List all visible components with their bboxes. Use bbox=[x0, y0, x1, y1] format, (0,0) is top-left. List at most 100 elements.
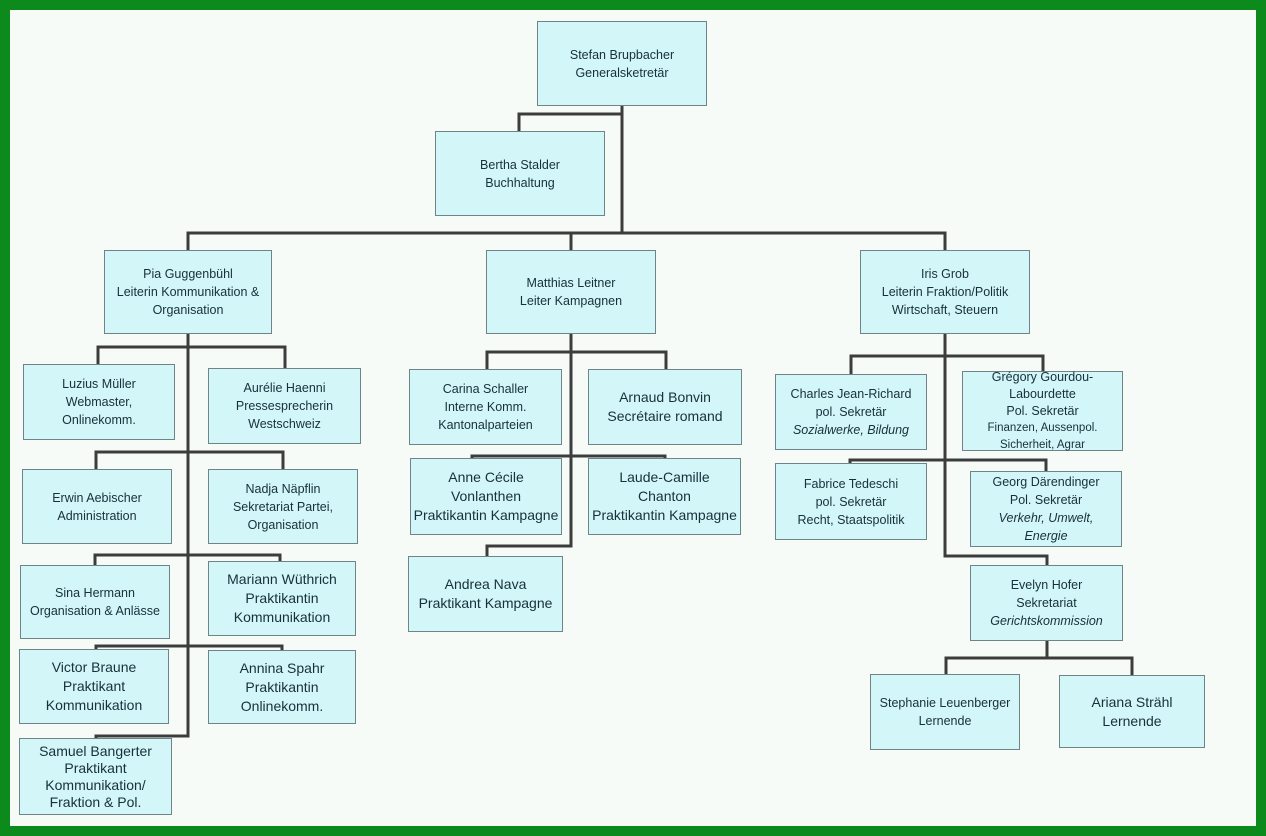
role-line: Sekretariat bbox=[1016, 596, 1077, 610]
person-name: Stephanie Leuenberger bbox=[879, 696, 1011, 710]
role-line: Leiterin Fraktion/Politik bbox=[881, 285, 1009, 299]
role-line: Energie bbox=[1024, 529, 1068, 543]
person-name: Fabrice Tedeschi bbox=[803, 476, 899, 491]
role-line: Leiterin Kommunikation & bbox=[116, 285, 260, 299]
role-line: Pressesprecherin bbox=[235, 399, 334, 413]
role-line: Vonlanthen bbox=[450, 488, 522, 504]
role-line: Webmaster, bbox=[65, 395, 133, 409]
person-name: Stefan Brupbacher bbox=[569, 47, 675, 62]
person-name: Anne Cécile bbox=[448, 469, 524, 485]
person-name: Iris Grob bbox=[921, 267, 969, 281]
role-line: Finanzen, Aussenpol. bbox=[987, 421, 1098, 434]
role-line: Organisation & Anlässe bbox=[30, 604, 160, 618]
role-line: Interne Komm. bbox=[444, 400, 527, 414]
person-name: Pia Guggenbühl bbox=[143, 267, 233, 281]
role-line: Pol. Sekretär bbox=[1009, 493, 1083, 507]
role-line: pol. Sekretär bbox=[815, 405, 887, 419]
role-line: Praktikantin bbox=[245, 590, 319, 606]
role-line: Praktikantin Kampagne bbox=[413, 507, 559, 523]
person-name: Nadja Näpflin bbox=[245, 481, 321, 496]
person-name: Carina Schaller bbox=[442, 382, 529, 396]
role-line: Praktikantin bbox=[245, 678, 319, 695]
role-line: Kantonalparteien bbox=[438, 418, 533, 432]
role-line: Sicherheit, Agrar bbox=[999, 438, 1085, 451]
role-line: Onlinekomm. bbox=[62, 413, 136, 427]
person-name: Arnaud Bonvin bbox=[619, 389, 711, 405]
person-name: Samuel Bangerter bbox=[39, 742, 152, 759]
role-line: Lernende bbox=[1102, 712, 1162, 729]
person-name: Sina Hermann bbox=[55, 586, 135, 600]
role-line: Praktikant bbox=[62, 678, 126, 694]
role-line: Pol. Sekretär bbox=[1006, 403, 1079, 418]
role-line: Verkehr, Umwelt, bbox=[998, 511, 1094, 525]
role-line: Westschweiz bbox=[248, 417, 321, 431]
role-line: Leiter Kampagnen bbox=[519, 294, 623, 308]
role-line: Praktikant bbox=[64, 759, 127, 776]
role-line: Onlinekomm. bbox=[240, 697, 324, 714]
person-name: Erwin Aebischer bbox=[52, 490, 142, 505]
role-line: Secrétaire romand bbox=[607, 408, 723, 424]
person-name: Laude-Camille Chanton bbox=[619, 469, 710, 504]
person-name: Andrea Nava bbox=[444, 576, 527, 592]
role-line: Lernende bbox=[918, 714, 972, 728]
role-line: Generalsketretär bbox=[575, 65, 669, 80]
person-name: Charles Jean-Richard bbox=[790, 387, 912, 401]
role-line: Sozialwerke, Bildung bbox=[792, 423, 910, 437]
person-name: Georg Därendinger bbox=[992, 475, 1100, 489]
role-line: Gerichtskommission bbox=[990, 614, 1103, 628]
role-line: Buchhaltung bbox=[485, 175, 555, 190]
role-line: Kommunikation/ bbox=[45, 776, 146, 793]
role-line: Kommunikation bbox=[45, 697, 143, 713]
role-line: Praktikantin Kampagne bbox=[592, 507, 737, 523]
role-line: Recht, Staatspolitik bbox=[797, 512, 905, 527]
role-line: Organisation bbox=[247, 517, 319, 532]
role-line: Labourdette bbox=[1009, 386, 1076, 401]
person-name: Luzius Müller bbox=[62, 377, 136, 391]
role-line: Administration bbox=[57, 508, 137, 523]
person-name: Bertha Stalder bbox=[480, 157, 560, 172]
role-line: Praktikant Kampagne bbox=[418, 595, 553, 611]
connector-lines bbox=[93, 104, 1134, 740]
role-line: Wirtschaft, Steuern bbox=[891, 303, 999, 317]
person-name: Grégory Gourdou- bbox=[991, 369, 1094, 384]
person-name: Matthias Leitner bbox=[526, 276, 616, 290]
person-name: Evelyn Hofer bbox=[1010, 578, 1083, 592]
role-line: Sekretariat Partei, bbox=[232, 499, 334, 514]
person-name: Victor Braune bbox=[51, 659, 137, 675]
role-line: Kommunikation bbox=[233, 609, 331, 625]
role-line: Organisation bbox=[152, 303, 224, 317]
person-name: Mariann Wüthrich bbox=[227, 571, 337, 587]
person-name: Annina Spahr bbox=[239, 659, 325, 676]
person-name: Aurélie Haenni bbox=[243, 381, 326, 395]
role-line: pol. Sekretär bbox=[815, 494, 887, 509]
person-name: Ariana Strähl bbox=[1091, 693, 1173, 710]
role-line: Fraktion & Pol. bbox=[49, 793, 142, 810]
